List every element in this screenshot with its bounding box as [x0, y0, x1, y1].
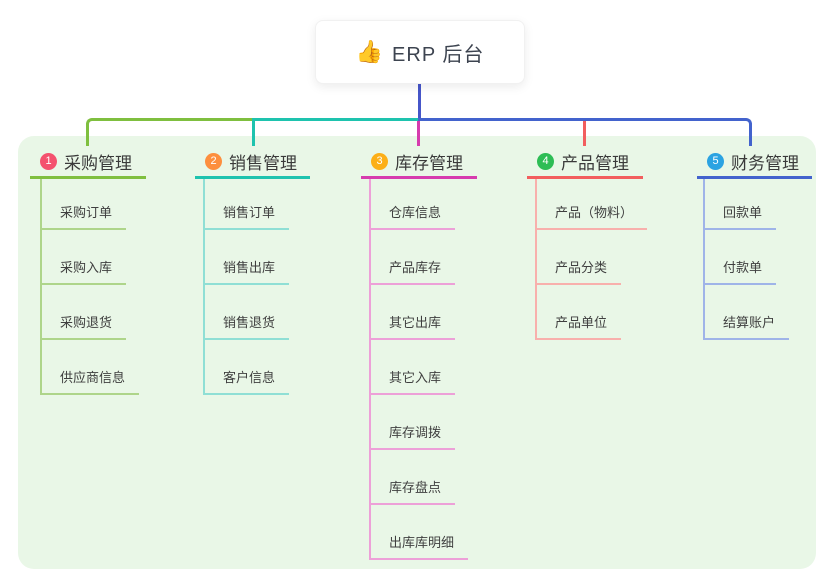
root-stem-line: [418, 82, 421, 119]
child-node[interactable]: 客户信息: [203, 370, 290, 395]
connector-branch3-drop-line: [417, 121, 420, 146]
child-node[interactable]: 产品库存: [369, 260, 456, 285]
child-node[interactable]: 结算账户: [703, 315, 790, 340]
connector-branch2-drop-line: [252, 121, 255, 146]
root-node-label: ERP 后台: [392, 43, 485, 66]
branch-title: 财务管理: [731, 154, 799, 173]
child-node[interactable]: 采购订单: [40, 205, 127, 230]
branches-background-panel: [18, 136, 816, 569]
branch-node-inventory[interactable]: 3 库存管理: [361, 147, 477, 179]
branch3-spine-line: [369, 179, 371, 560]
branch-title: 销售管理: [229, 154, 297, 173]
connector-branch4-drop-line: [583, 121, 586, 146]
child-node[interactable]: 销售出库: [203, 260, 290, 285]
child-node[interactable]: 其它入库: [369, 370, 456, 395]
root-node[interactable]: 👍 ERP 后台: [315, 20, 525, 84]
branch-number-badge: 4: [537, 153, 554, 170]
branch-title: 采购管理: [64, 154, 132, 173]
child-node[interactable]: 回款单: [703, 205, 777, 230]
branch4-spine-line: [535, 179, 537, 340]
thumbs-up-icon: 👍: [355, 39, 384, 64]
branch-title: 产品管理: [561, 154, 629, 173]
connector-branch5-line: [418, 118, 752, 146]
branch-number-badge: 2: [205, 153, 222, 170]
branch-title: 库存管理: [395, 154, 463, 173]
branch-node-finance[interactable]: 5 财务管理: [697, 147, 812, 179]
child-node[interactable]: 出库库明细: [369, 535, 469, 560]
child-node[interactable]: 产品单位: [535, 315, 622, 340]
branch-number-badge: 1: [40, 153, 57, 170]
child-node[interactable]: 产品（物料）: [535, 205, 648, 230]
branch-number-badge: 5: [707, 153, 724, 170]
child-node[interactable]: 付款单: [703, 260, 777, 285]
child-node[interactable]: 库存盘点: [369, 480, 456, 505]
child-node[interactable]: 采购入库: [40, 260, 127, 285]
child-node[interactable]: 销售退货: [203, 315, 290, 340]
child-node[interactable]: 库存调拨: [369, 425, 456, 450]
child-node[interactable]: 其它出库: [369, 315, 456, 340]
branch1-spine-line: [40, 179, 42, 395]
branch-number-badge: 3: [371, 153, 388, 170]
connector-branch2-horizontal-line: [252, 118, 418, 121]
branch-node-sales[interactable]: 2 销售管理: [195, 147, 310, 179]
branch2-spine-line: [203, 179, 205, 395]
branch-node-purchase[interactable]: 1 采购管理: [30, 147, 146, 179]
child-node[interactable]: 产品分类: [535, 260, 622, 285]
child-node[interactable]: 供应商信息: [40, 370, 140, 395]
branch5-spine-line: [703, 179, 705, 340]
child-node[interactable]: 采购退货: [40, 315, 127, 340]
child-node[interactable]: 仓库信息: [369, 205, 456, 230]
connector-branch1-line: [86, 118, 252, 146]
branch-node-product[interactable]: 4 产品管理: [527, 147, 643, 179]
child-node[interactable]: 销售订单: [203, 205, 290, 230]
